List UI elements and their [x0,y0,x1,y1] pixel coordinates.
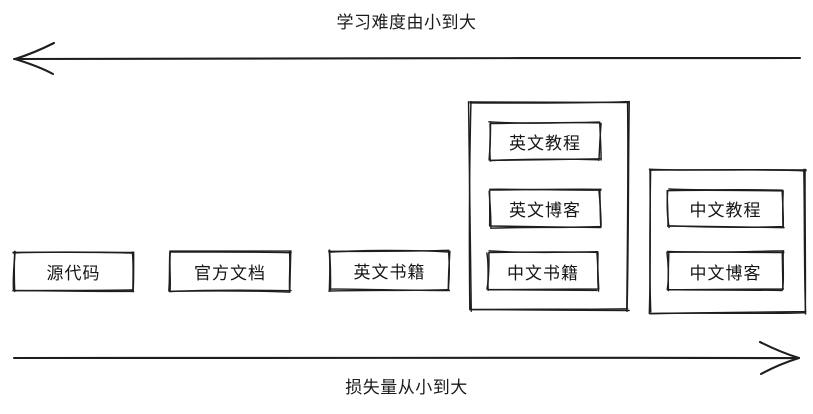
node-english-tutorial[interactable]: 英文教程 [488,121,602,162]
node-chinese-tutorial[interactable]: 中文教程 [666,188,785,229]
bottom-axis-label: 损失量从小到大 [345,378,468,397]
top-arrow [0,38,813,83]
node-english-blog[interactable]: 英文博客 [488,188,602,229]
node-label: 中文博客 [689,263,762,283]
node-label: 中文教程 [689,201,762,220]
node-label: 英文书籍 [353,263,426,282]
top-axis-label: 学习难度由小到大 [336,13,477,32]
node-chinese-blog[interactable]: 中文博客 [666,250,785,292]
node-label: 英文教程 [509,134,581,153]
bottom-arrow [0,338,813,383]
node-english-books[interactable]: 英文书籍 [328,249,451,292]
node-official-docs[interactable]: 官方文档 [168,250,292,293]
node-label: 英文博客 [509,201,581,220]
node-source-code[interactable]: 源代码 [12,250,135,293]
node-label: 官方文档 [194,264,266,283]
node-chinese-books[interactable]: 中文书籍 [486,250,600,292]
node-label: 中文书籍 [507,263,579,283]
node-label: 源代码 [46,264,101,283]
